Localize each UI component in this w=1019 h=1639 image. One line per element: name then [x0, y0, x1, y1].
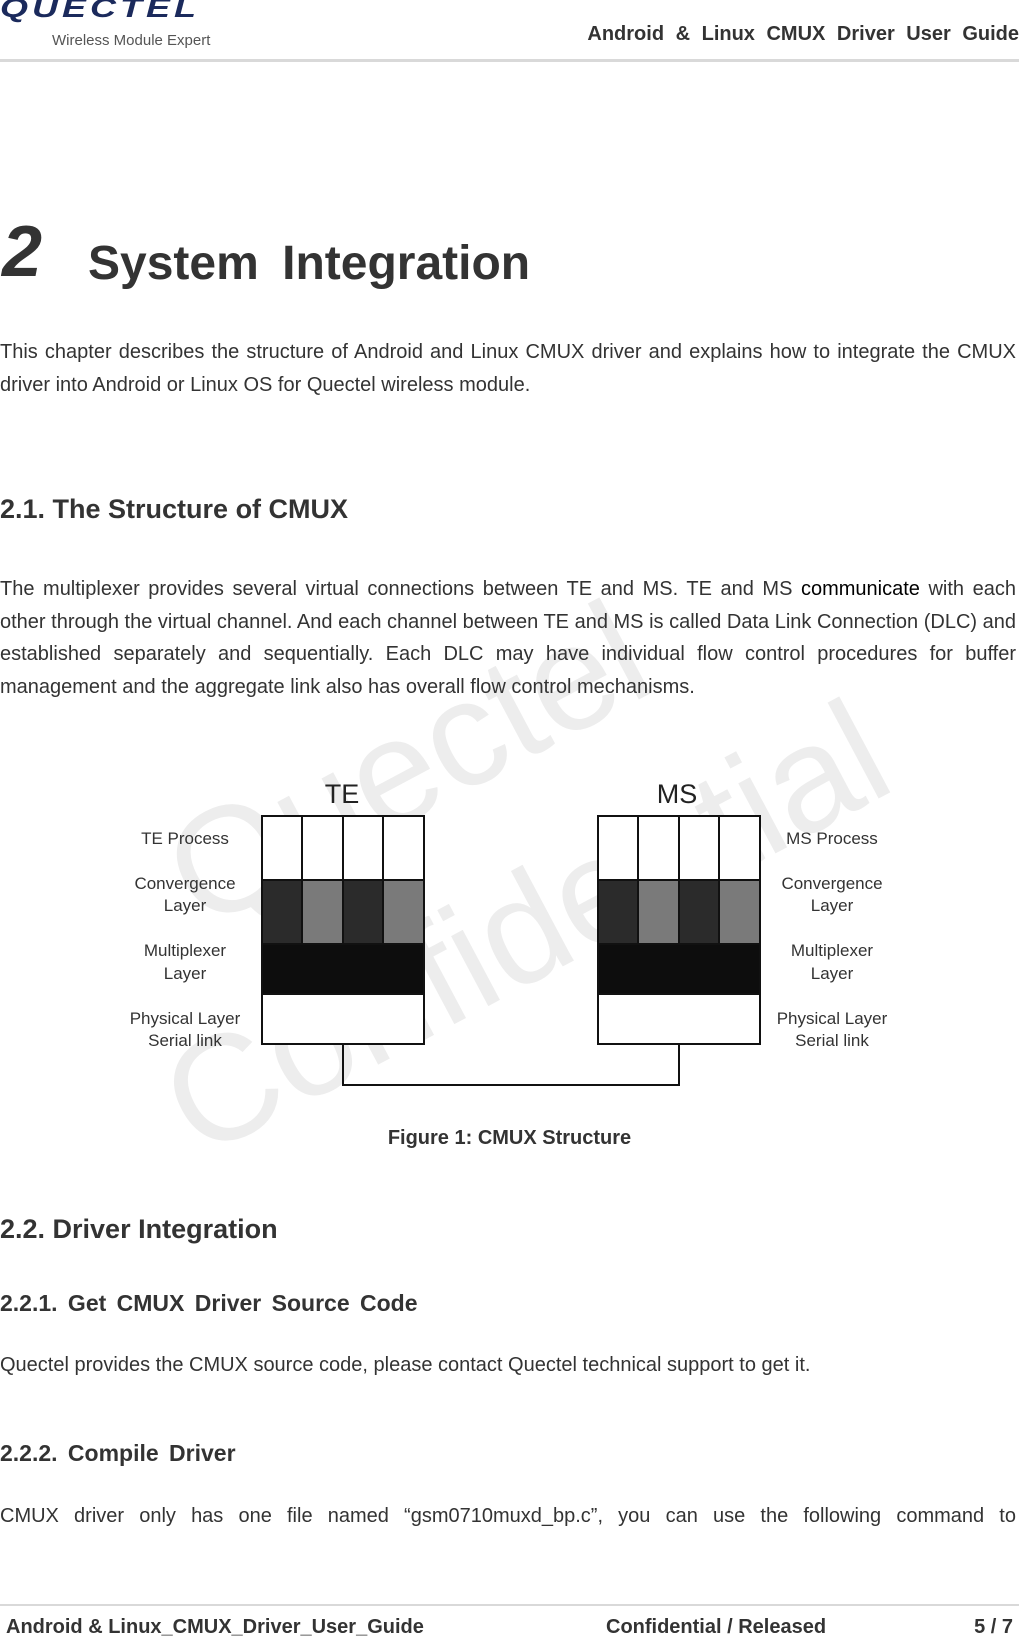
- cmux-structure-diagram: TE MS TE Process Convergence Layer Multi…: [130, 779, 888, 1086]
- footer-divider: [0, 1604, 1019, 1606]
- te-physical-label-1: Physical Layer: [130, 1009, 241, 1028]
- ms-convergence-cell-1: [597, 879, 639, 945]
- te-physical-layer: [261, 993, 425, 1045]
- ms-convergence-label-2: Layer: [811, 896, 854, 915]
- te-title: TE: [325, 779, 360, 809]
- ms-multiplexer-label-2: Layer: [811, 964, 854, 983]
- ms-multiplexer-label-1: Multiplexer: [791, 941, 874, 960]
- section-2-2-1-heading: 2.2.1. Get CMUX Driver Source Code: [0, 1290, 418, 1316]
- header-divider: [0, 59, 1019, 62]
- te-stack: [261, 815, 425, 1045]
- te-convergence-label-2: Layer: [164, 896, 207, 915]
- footer-doc-name: Android & Linux_CMUX_Driver_User_Guide: [6, 1616, 424, 1638]
- ms-physical-layer: [597, 993, 761, 1045]
- ms-convergence-cell-2: [637, 879, 680, 945]
- te-convergence-cell-3: [342, 879, 384, 945]
- footer-page-number: 5 / 7: [974, 1616, 1013, 1638]
- logo-tagline: Wireless Module Expert: [52, 32, 211, 49]
- te-physical-label-2: Serial link: [148, 1031, 222, 1050]
- para-highlight: communicate: [800, 578, 920, 600]
- quectel-logo: QUECTEL: [0, 0, 201, 23]
- te-convergence-cell-4: [382, 879, 425, 945]
- te-convergence-cell-2: [301, 879, 344, 945]
- section-2-2-2-text: CMUX driver only has one file named “gsm…: [0, 1505, 1016, 1527]
- te-multiplexer-label-1: Multiplexer: [144, 941, 227, 960]
- serial-link-connector: [342, 1044, 680, 1086]
- chapter-intro: This chapter describes the structure of …: [0, 341, 1016, 396]
- para-text-2: with each other through the virtual chan…: [0, 578, 1016, 698]
- section-2-2-heading: 2.2. Driver Integration: [0, 1214, 278, 1244]
- ms-process-label: MS Process: [786, 829, 878, 848]
- ms-convergence-cell-4: [718, 879, 761, 945]
- figure-caption: Figure 1: CMUX Structure: [387, 1127, 632, 1149]
- ms-physical-label-1: Physical Layer: [777, 1009, 888, 1028]
- ms-multiplexer-layer: [597, 943, 761, 995]
- te-process-label: TE Process: [141, 829, 229, 848]
- section-2-1-heading: 2.1. The Structure of CMUX: [0, 494, 349, 524]
- ms-physical-label-2: Serial link: [795, 1031, 869, 1050]
- te-convergence-cell-1: [261, 879, 303, 945]
- te-multiplexer-layer: [261, 943, 425, 995]
- section-2-2-1-text: Quectel provides the CMUX source code, p…: [0, 1354, 811, 1376]
- section-2-1-paragraph: The multiplexer provides several virtual…: [0, 573, 1016, 703]
- chapter-title: System Integration: [88, 237, 531, 290]
- para-text-1: The multiplexer provides several virtual…: [0, 578, 801, 600]
- header-doc-title: Android & Linux CMUX Driver User Guide: [587, 23, 1019, 45]
- te-multiplexer-label-2: Layer: [164, 964, 207, 983]
- ms-convergence-cell-3: [678, 879, 720, 945]
- section-2-2-2-heading: 2.2.2. Compile Driver: [0, 1440, 236, 1466]
- ms-title: MS: [657, 779, 698, 809]
- footer-status: Confidential / Released: [606, 1616, 827, 1638]
- ms-convergence-label-1: Convergence: [781, 874, 882, 893]
- te-convergence-label-1: Convergence: [134, 874, 235, 893]
- ms-stack: [597, 815, 761, 1045]
- chapter-number: 2: [2, 212, 43, 292]
